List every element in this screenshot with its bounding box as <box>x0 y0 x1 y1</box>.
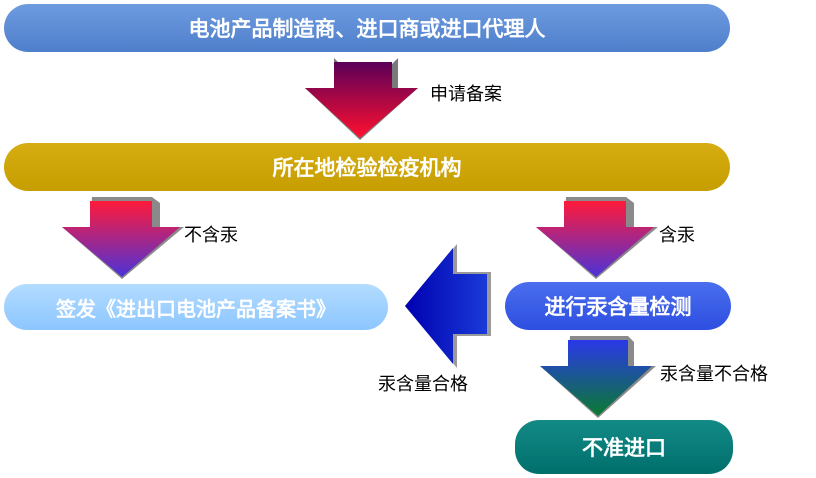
mercury-unqualified-label: 汞含量不合格 <box>660 364 768 385</box>
no-mercury-label: 不含汞 <box>184 225 238 246</box>
apply-filing-label: 申请备案 <box>430 84 502 105</box>
inspection-agency-box: 所在地检验检疫机构 <box>4 143 730 191</box>
contains-mercury-label: 含汞 <box>659 225 695 246</box>
no-import-label: 不准进口 <box>582 436 666 460</box>
manufacturer-label: 电池产品制造商、进口商或进口代理人 <box>188 17 546 41</box>
certificate-box: 签发《进出口电池产品备案书》 <box>4 284 388 330</box>
no-import-box: 不准进口 <box>515 420 733 474</box>
mercury-unqualified-arrow <box>540 336 656 418</box>
no-mercury-arrow <box>62 197 184 279</box>
mercury-test-box: 进行汞含量检测 <box>505 282 731 330</box>
apply-filing-arrow <box>305 58 418 140</box>
contains-mercury-arrow <box>536 197 658 279</box>
manufacturer-box: 电池产品制造商、进口商或进口代理人 <box>4 4 730 52</box>
mercury-qualified-label: 汞含量合格 <box>378 374 468 395</box>
mercury-test-label: 进行汞含量检测 <box>544 295 692 319</box>
mercury-qualified-arrow <box>405 244 491 368</box>
certificate-label: 签发《进出口电池产品备案书》 <box>56 296 336 321</box>
inspection-agency-label: 所在地检验检疫机构 <box>272 156 462 180</box>
